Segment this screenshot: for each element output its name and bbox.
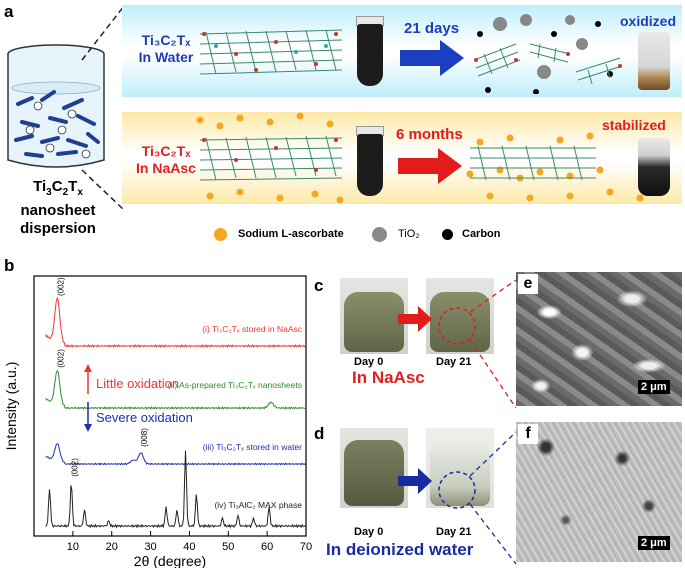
arrow-d	[398, 468, 432, 494]
stabilized-label: stabilized	[602, 117, 666, 133]
nasc-sample-label: Ti₃C₂Tₓ In NaAsc	[128, 143, 204, 177]
oxidized-label: oxidized	[620, 13, 677, 29]
x-tick-label: 30	[144, 541, 156, 553]
xrd-chart: 10 20 30 40 50 60 70 2θ (degree) Intensity (a.u.…	[3, 275, 312, 568]
c-day0-label: Day 0	[354, 356, 384, 368]
plot-frame	[33, 275, 307, 537]
zoom-circle-c	[438, 280, 517, 409]
series-line-3	[45, 443, 307, 466]
x-tick-label: 70	[300, 541, 312, 553]
legend-carbon-label: Carbon	[462, 228, 501, 240]
c-day21-label: Day 21	[436, 356, 472, 368]
beaker-caption-line3: dispersion	[20, 220, 96, 237]
panel-d-label: d	[314, 424, 325, 443]
mxene-structure-water	[199, 29, 343, 75]
zoom-connector-lines	[81, 5, 125, 211]
x-tick-label: 40	[183, 541, 195, 553]
annotation-severe-oxidation: Severe oxidation	[96, 410, 193, 425]
mxene-structure-nasc	[199, 135, 343, 181]
legend-tio2-label: TiO₂	[398, 228, 420, 240]
beaker-caption-line2: nanosheet	[20, 202, 96, 219]
scalebar-e: 2 μm	[638, 380, 670, 394]
label-6-months: 6 months	[396, 126, 463, 143]
y-axis-label: Intensity (a.u.)	[3, 362, 19, 451]
vial-photo-stabilized	[638, 138, 670, 196]
legend-ascorbate-marker	[214, 228, 227, 241]
nasc-medium: In NaAsc	[136, 160, 196, 176]
jar-c-day0	[344, 292, 404, 352]
jar-c-day21	[430, 292, 490, 352]
panel-e-label: e	[518, 274, 538, 294]
annotation-little-oxidation: Little oxidation	[96, 376, 179, 391]
legend-tio2-marker	[372, 227, 387, 242]
arrow-6-months	[398, 148, 462, 184]
panel-a-label: a	[4, 2, 14, 21]
peak-label: (002)	[56, 349, 65, 368]
vial-water-fresh	[357, 24, 383, 86]
legend-ascorbate-label: Sodium L-ascorbate	[238, 228, 344, 240]
legend-carbon-marker	[442, 229, 453, 240]
nasc-particles	[196, 112, 644, 204]
series-line-1	[45, 296, 307, 349]
beaker-caption: Ti3C2Tx nanosheet dispersion	[6, 178, 110, 238]
oxidized-fragments	[473, 14, 623, 94]
beaker-caption-formula: Ti3C2Tx	[33, 178, 83, 198]
c-caption: In NaAsc	[352, 368, 425, 387]
arrow-head-severe	[84, 424, 92, 432]
scalebar-f: 2 μm	[638, 536, 670, 550]
arrow-21-days	[400, 40, 464, 76]
series-label-2: (ii) As-prepared Ti₃C₂Tₓ nanosheets	[168, 380, 302, 390]
vial-photo-oxidized	[638, 32, 670, 90]
vial-nasc-fresh	[357, 134, 383, 196]
zoom-circle-d	[438, 431, 517, 565]
x-tick-label: 10	[67, 541, 79, 553]
d-day0-label: Day 0	[354, 526, 384, 538]
nasc-formula: Ti₃C₂Tₓ	[141, 143, 191, 159]
arrow-c	[398, 306, 432, 332]
mxene-structure-stabilized	[470, 145, 596, 181]
water-formula: Ti₃C₂Tₓ	[141, 32, 191, 48]
panel-b-label: b	[4, 256, 15, 275]
label-21-days: 21 days	[404, 20, 460, 37]
legend-panel-a: Sodium L-ascorbate TiO₂ Carbon	[214, 226, 574, 244]
series-line-2	[45, 370, 307, 410]
panel-f-label: f	[518, 424, 538, 444]
water-medium: In Water	[138, 49, 194, 65]
peak-label: (002)	[70, 458, 79, 477]
series-label-4: (iv) Ti₃AlC₂ MAX phase	[214, 500, 302, 510]
series-line-4	[45, 450, 307, 529]
panel-c-label: c	[314, 276, 324, 295]
x-tick-label: 60	[261, 541, 273, 553]
water-sample-label: Ti₃C₂Tₓ In Water	[128, 32, 204, 66]
jar-d-day0	[344, 440, 404, 506]
beaker-illustration	[7, 44, 105, 168]
peak-label: (008)	[140, 428, 149, 447]
x-tick-label: 20	[106, 541, 118, 553]
peak-label: (002)	[56, 277, 65, 296]
x-axis-label: 2θ (degree)	[134, 553, 206, 568]
d-caption: In deionized water	[326, 540, 474, 559]
series-label-3: (iii) Ti₃C₂Tₓ stored in water	[203, 442, 302, 452]
series-label-1: (i) Ti₃C₂Tₓ stored in NaAsc	[202, 324, 303, 334]
arrow-head-little	[84, 364, 92, 372]
d-day21-label: Day 21	[436, 526, 472, 538]
x-tick-label: 50	[222, 541, 234, 553]
